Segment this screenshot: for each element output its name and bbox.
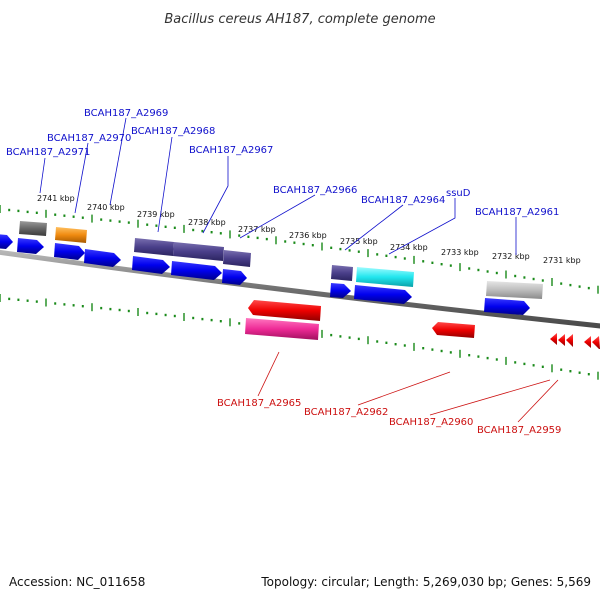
kbp-label: 2739 kbp <box>137 210 175 219</box>
kbp-label: 2735 kbp <box>340 237 378 246</box>
cds-arrow[interactable] <box>566 334 573 347</box>
gene-label-a2965[interactable]: BCAH187_A2965 <box>217 398 301 409</box>
kbp-label: 2733 kbp <box>441 248 479 257</box>
gene-label-a2961[interactable]: BCAH187_A2961 <box>475 207 559 218</box>
genome-summary-text: Topology: circular; Length: 5,269,030 bp… <box>260 575 591 589</box>
gene-label-a2971[interactable]: BCAH187_A2971 <box>6 147 90 158</box>
cds-arrow[interactable] <box>171 261 222 280</box>
kbp-label: 2737 kbp <box>238 225 276 234</box>
forward-cds-row <box>0 234 530 315</box>
gene-block[interactable] <box>331 265 353 281</box>
cds-arrow[interactable] <box>0 234 13 249</box>
kbp-label: 2732 kbp <box>492 252 530 261</box>
gene-label-a2966[interactable]: BCAH187_A2966 <box>273 185 357 196</box>
gene-label-a2970[interactable]: BCAH187_A2970 <box>47 133 131 144</box>
kbp-label: 2734 kbp <box>390 243 428 252</box>
gene-block[interactable] <box>223 250 251 267</box>
cds-arrow[interactable] <box>354 285 412 304</box>
cds-arrow[interactable] <box>558 334 565 346</box>
gene-block[interactable] <box>134 238 174 256</box>
gene-label-a2968[interactable]: BCAH187_A2968 <box>131 126 215 137</box>
cds-arrow[interactable] <box>222 269 247 285</box>
kbp-label: 2741 kbp <box>37 194 75 203</box>
reverse-leaders <box>257 351 559 423</box>
gene-label-a2959[interactable]: BCAH187_A2959 <box>477 425 561 436</box>
gene-block[interactable] <box>486 281 543 299</box>
cds-arrow[interactable] <box>584 336 591 348</box>
gene-label-a2960[interactable]: BCAH187_A2960 <box>389 417 473 428</box>
cds-arrow[interactable] <box>592 336 600 349</box>
gene-block[interactable] <box>356 267 414 287</box>
cds-arrow[interactable] <box>54 243 85 260</box>
reverse-feature-row <box>245 300 600 349</box>
kbp-label: 2740 kbp <box>87 203 125 212</box>
forward-feature-row-1 <box>19 221 543 299</box>
cds-arrow[interactable] <box>132 256 170 274</box>
kbp-label: 2738 kbp <box>188 218 226 227</box>
gene-label-a2964[interactable]: BCAH187_A2964 <box>361 195 445 206</box>
cds-arrow[interactable] <box>330 283 351 298</box>
map-title: Bacillus cereus AH187, complete genome <box>164 12 435 27</box>
gene-label-a2962[interactable]: BCAH187_A2962 <box>304 407 388 418</box>
genome-backbone <box>0 249 600 329</box>
kbp-label: 2731 kbp <box>543 256 581 265</box>
cds-arrow[interactable] <box>248 300 321 321</box>
reverse-gene-labels: BCAH187_A2965 BCAH187_A2962 BCAH187_A296… <box>217 398 561 436</box>
gene-label-a2969[interactable]: BCAH187_A2969 <box>84 108 168 119</box>
gene-block[interactable] <box>19 221 47 236</box>
kbp-label: 2736 kbp <box>289 231 327 240</box>
forward-leaders <box>39 117 517 255</box>
gene-label-a2967[interactable]: BCAH187_A2967 <box>189 145 273 156</box>
forward-gene-labels: BCAH187_A2971 BCAH187_A2970 BCAH187_A296… <box>6 108 559 218</box>
cds-arrow[interactable] <box>432 322 475 338</box>
gene-block[interactable] <box>55 227 87 243</box>
kbp-labels: 2741 kbp 2740 kbp 2739 kbp 2738 kbp 2737… <box>37 194 581 265</box>
upper-ruler <box>0 205 599 294</box>
accession-text: Accession: NC_011658 <box>9 575 145 589</box>
gene-block[interactable] <box>245 318 319 340</box>
cds-arrow[interactable] <box>84 249 121 267</box>
gene-label-ssud[interactable]: ssuD <box>446 188 471 199</box>
cds-arrow[interactable] <box>17 238 44 254</box>
cds-arrow[interactable] <box>550 333 557 345</box>
gene-block[interactable] <box>173 242 224 261</box>
cds-arrow[interactable] <box>484 298 530 315</box>
